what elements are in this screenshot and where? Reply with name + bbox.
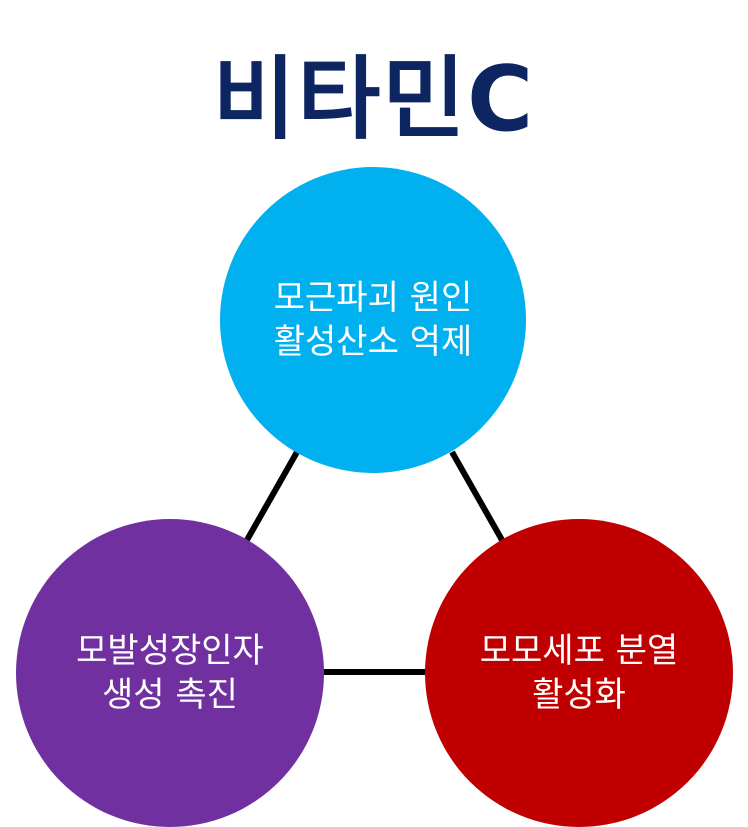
node-right-label: 모모세포 분열 활성화 [480, 629, 679, 717]
node-right-line1: 모모세포 분열 [479, 631, 679, 671]
connector-top-left [244, 450, 300, 542]
node-top-line1: 모근파괴 원인 [273, 278, 473, 318]
connector-top-right [449, 450, 505, 542]
node-right-line2: 활성화 [532, 675, 626, 715]
node-left-line2: 생성 촉진 [102, 675, 238, 715]
node-top-line2: 활성산소 억제 [273, 322, 473, 362]
node-top-circle: 모근파괴 원인 활성산소 억제 [220, 167, 526, 473]
node-left-line1: 모발성장인자 [76, 631, 264, 671]
node-left-label: 모발성장인자 생성 촉진 [76, 629, 264, 717]
node-right-circle: 모모세포 분열 활성화 [425, 519, 733, 827]
diagram-title: 비타민C [212, 47, 536, 152]
node-top-label: 모근파괴 원인 활성산소 억제 [274, 276, 473, 364]
node-left-circle: 모발성장인자 생성 촉진 [16, 519, 324, 827]
